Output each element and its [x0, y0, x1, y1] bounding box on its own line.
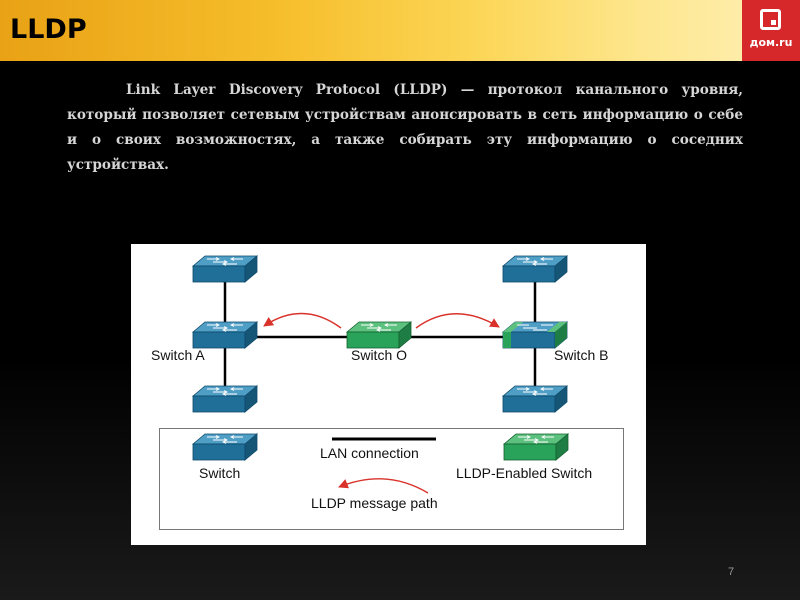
switch-a-label: Switch A	[151, 347, 205, 363]
lldp-arrow-left	[263, 312, 342, 329]
diagram-svg	[192, 255, 569, 494]
lldp-definition-text: Link Layer Discovery Protocol (LLDP) — п…	[67, 82, 743, 173]
switch-icon	[192, 385, 258, 413]
switch-icon	[192, 321, 258, 349]
lldp-arrow-right	[415, 313, 500, 329]
switch-icon	[192, 255, 258, 283]
switch-icon	[502, 255, 568, 283]
lldp-switch-icon	[346, 321, 412, 349]
switch-icon	[502, 385, 568, 413]
dom-ru-logo: дом.ru	[742, 0, 800, 61]
page-number: 7	[728, 566, 735, 578]
lldp-topology-diagram: Switch A Switch O Switch B Switch LAN co…	[131, 244, 646, 545]
legend-lldp-switch-label: LLDP-Enabled Switch	[456, 465, 593, 481]
slide-title: LLDP	[10, 14, 87, 45]
switch-b-label: Switch B	[554, 347, 609, 363]
legend-switch-label: Switch	[199, 465, 241, 481]
legend-box	[159, 428, 624, 530]
legend-arrow	[338, 478, 429, 494]
legend-lan-label: LAN connection	[320, 445, 419, 461]
logo-text: дом.ru	[749, 36, 793, 49]
switch-o-label: Switch O	[351, 347, 408, 363]
legend-message-path-label: LLDP message path	[311, 495, 438, 511]
header-bar: LLDP дом.ru	[0, 0, 800, 61]
dom-ru-logo-icon	[760, 9, 781, 30]
switch-icon	[502, 321, 568, 349]
